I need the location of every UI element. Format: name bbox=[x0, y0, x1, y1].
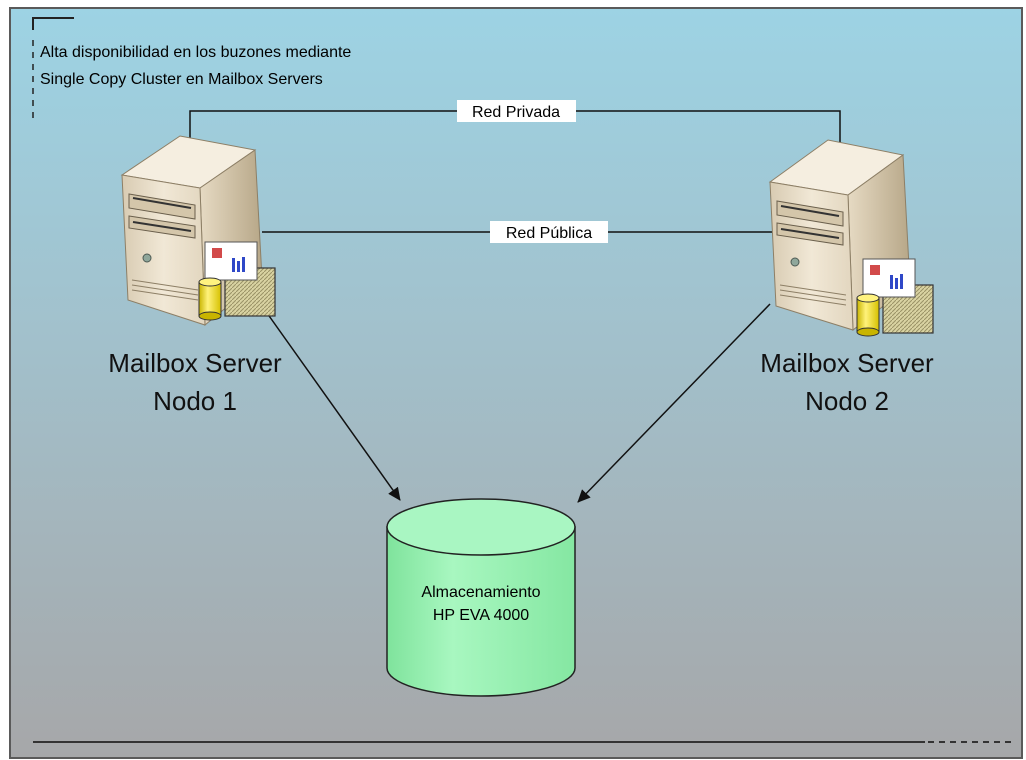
node-1-title: Mailbox Server bbox=[108, 348, 282, 378]
private-network-label: Red Privada bbox=[472, 104, 560, 121]
storage-cylinder: Almacenamiento HP EVA 4000 bbox=[386, 498, 576, 697]
public-network-label: Red Pública bbox=[506, 225, 592, 242]
arrow-node1-to-storage bbox=[261, 305, 401, 501]
mailbox-icon bbox=[198, 241, 276, 321]
annotation-line-1: Alta disponibilidad en los buzones media… bbox=[40, 44, 351, 61]
node-2-title: Mailbox Server bbox=[760, 348, 934, 378]
node-2-subtitle: Nodo 2 bbox=[805, 386, 889, 416]
annotation-bracket bbox=[32, 17, 74, 122]
storage-label-line-2: HP EVA 4000 bbox=[433, 607, 529, 624]
mailbox-icon bbox=[856, 258, 934, 337]
storage-label-line-1: Almacenamiento bbox=[421, 584, 540, 601]
annotation-line-2: Single Copy Cluster en Mailbox Servers bbox=[40, 71, 323, 88]
node-1-subtitle: Nodo 1 bbox=[153, 386, 237, 416]
private-network-label-bg bbox=[457, 100, 576, 122]
server-node-1: Mailbox Server Nodo 1 bbox=[108, 135, 282, 416]
arrow-node2-to-storage bbox=[577, 303, 771, 503]
server-node-2: Mailbox Server Nodo 2 bbox=[760, 139, 934, 416]
public-network-label-bg bbox=[490, 221, 608, 243]
